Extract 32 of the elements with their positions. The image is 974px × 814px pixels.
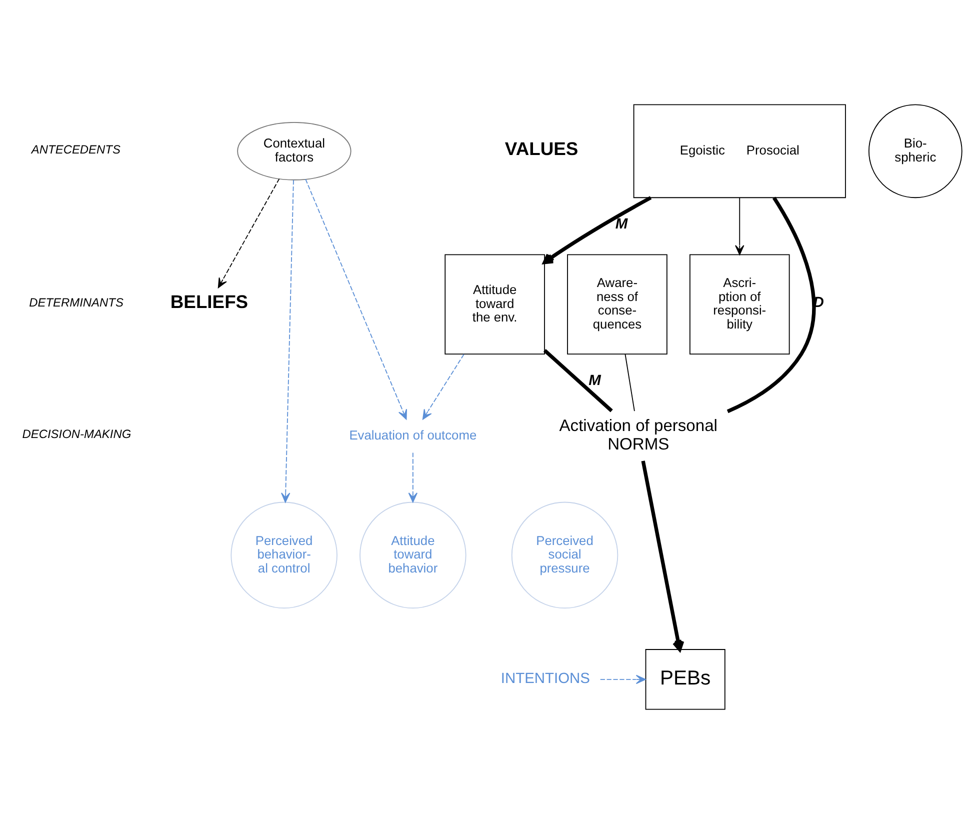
arrow: [422, 354, 464, 420]
connector: [624, 354, 635, 412]
node-text: INTENTIONS: [500, 670, 590, 687]
connector: [543, 348, 613, 412]
arrow: [600, 674, 646, 684]
node-box: Ascri- ption of responsi- bility: [689, 254, 790, 355]
node-text: BELIEFS: [170, 291, 248, 312]
node-box: PEBs: [645, 649, 726, 710]
edge-label: M: [588, 373, 601, 390]
arrow: [218, 178, 280, 288]
arrow: [542, 196, 652, 264]
node-text: Activation of personal NORMS: [559, 416, 718, 454]
arrow: [281, 180, 294, 503]
node-circle: Perceived behavior- al control: [230, 502, 338, 609]
arrow: [408, 452, 418, 503]
edge-label: M: [615, 216, 628, 233]
node-circle: Perceived social pressure: [511, 502, 618, 609]
node-text: Evaluation of outcome: [349, 427, 477, 442]
connector: [726, 196, 816, 414]
arrow: [735, 197, 744, 256]
node-box: Egoistic Prosocial: [633, 104, 846, 198]
node-box: Attitude toward the env.: [444, 254, 545, 355]
label: ANTECEDENTS: [31, 142, 120, 156]
label: DETERMINANTS: [29, 296, 124, 310]
node-box: Aware- ness of conse- quences: [567, 254, 668, 355]
node-circle: Bio- spheric: [868, 104, 962, 198]
label: DECISION-MAKING: [22, 427, 132, 442]
node-circle: Attitude toward behavior: [360, 502, 466, 609]
arrow: [305, 178, 407, 420]
label: VALUES: [504, 138, 578, 159]
arrow: [641, 460, 684, 652]
node-ellipse: Contextual factors: [237, 122, 352, 180]
